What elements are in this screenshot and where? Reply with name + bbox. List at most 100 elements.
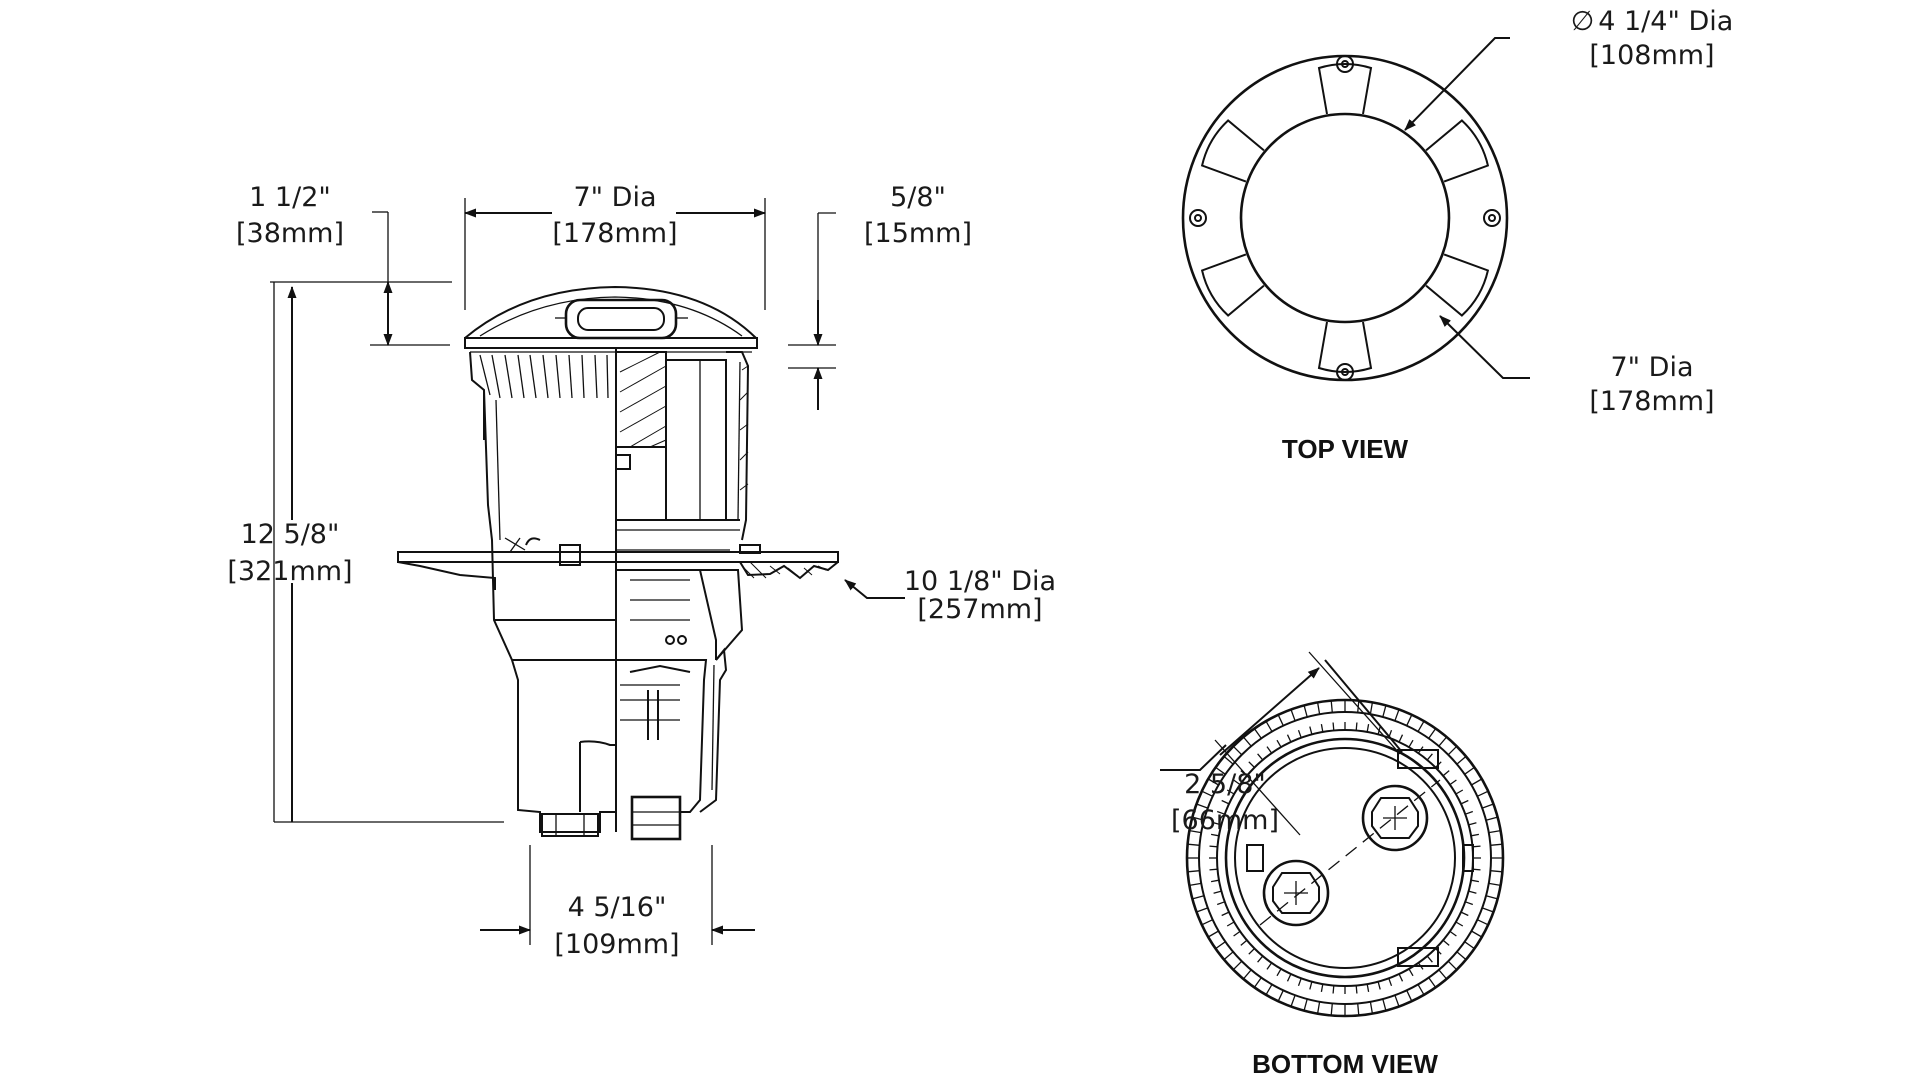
inner-rib [1408, 739, 1414, 748]
inner-rib [1297, 729, 1302, 738]
rim-rib [1477, 919, 1489, 926]
inner-rib [1297, 978, 1302, 987]
inner-rib [1388, 978, 1393, 987]
bottom-view-port-lower [1262, 859, 1330, 927]
dim-height-metric: [321mm] [227, 556, 352, 587]
inner-rib [1468, 890, 1477, 894]
rim-rib [1382, 705, 1387, 718]
side-view [397, 285, 839, 841]
inner-rib [1248, 948, 1255, 955]
rim-rib [1481, 803, 1494, 809]
dim-height-imperial: 12 5/8" [241, 519, 340, 550]
rim-rib [1456, 951, 1467, 961]
rim-rib [1428, 728, 1437, 739]
inner-rib [1320, 723, 1324, 733]
rim-rib [1394, 709, 1400, 722]
inner-rib [1460, 799, 1469, 805]
rim-rib [1485, 895, 1498, 900]
inner-rib [1257, 753, 1264, 761]
inner-rib [1286, 734, 1292, 743]
dim-top-dia-metric: [178mm] [552, 218, 677, 249]
rim-rib [1265, 720, 1273, 732]
top-view-outer-metric: [178mm] [1589, 386, 1714, 417]
rim-rib [1447, 745, 1458, 756]
inner-rib [1455, 789, 1464, 795]
inner-rib [1213, 822, 1222, 826]
inner-rib [1398, 973, 1404, 982]
section-cut [615, 351, 750, 541]
inner-rib [1355, 985, 1358, 994]
inner-rib [1286, 973, 1292, 982]
rim-rib [1477, 790, 1489, 797]
bottom-view-port-upper [1361, 784, 1429, 852]
inner-rib [1426, 955, 1433, 963]
rim-rib [1357, 1003, 1360, 1016]
rim-rib [1196, 803, 1209, 809]
reflector-tab [1317, 321, 1373, 373]
reflector-tab [1200, 119, 1265, 183]
inner-rib [1233, 779, 1241, 786]
rim-rib [1215, 766, 1226, 775]
top-view-label: TOP VIEW [1282, 434, 1409, 464]
dim-flange-dia-metric: [257mm] [917, 594, 1042, 625]
top-view [1181, 54, 1509, 382]
screw-center [1194, 214, 1202, 222]
top-view-reflector-tabs [1189, 55, 1501, 381]
top-view-opening-imperial: ∅4 1/4" Dia [1571, 6, 1734, 37]
rim-rib [1330, 700, 1333, 713]
rim-rib [1316, 702, 1321, 715]
rim-rib [1488, 882, 1501, 887]
inner-rib [1266, 962, 1273, 970]
inner-rib [1377, 981, 1381, 990]
rim-rib [1192, 895, 1205, 900]
bottom-view [1185, 698, 1505, 1018]
rim-rib [1232, 960, 1243, 971]
inner-rib [1355, 722, 1358, 731]
inner-rib [1320, 983, 1324, 993]
inner-rib [1465, 901, 1474, 906]
rim-rib [1277, 714, 1284, 726]
screw-center [1341, 60, 1349, 68]
screw-center [1341, 368, 1349, 376]
bottom-view-label: BOTTOM VIEW [1252, 1049, 1438, 1079]
inner-rib [1426, 753, 1433, 761]
bottom-view-ports-imperial: 2 5/8" [1184, 769, 1266, 800]
mounting-flange [397, 537, 839, 590]
rim-rib [1232, 745, 1243, 756]
inner-rib [1209, 845, 1218, 848]
inner-rib [1449, 779, 1457, 786]
rim-rib [1316, 1001, 1321, 1014]
cooling-fins [469, 351, 609, 440]
inner-rib [1226, 921, 1235, 927]
screw-icon [1483, 209, 1501, 227]
inner-rib [1309, 981, 1313, 990]
inner-rib [1209, 868, 1218, 871]
inner-rib [1240, 939, 1248, 946]
top-view-dimensions [1404, 37, 1530, 379]
rim-rib [1481, 907, 1494, 913]
rim-rib [1464, 941, 1475, 950]
inner-rib [1366, 723, 1370, 733]
inner-rib [1221, 911, 1230, 917]
inner-rib [1248, 761, 1255, 768]
inner-rib [1449, 930, 1457, 937]
inner-rib [1366, 983, 1370, 993]
rim-rib [1369, 1001, 1374, 1014]
inner-rib [1442, 939, 1450, 946]
rim-rib [1290, 709, 1296, 722]
rim-rib [1394, 994, 1400, 1007]
rim-rib [1471, 778, 1483, 786]
rim-rib [1438, 736, 1448, 747]
bottom-view-ports-metric: [66mm] [1171, 805, 1279, 836]
inner-rib [1465, 810, 1474, 815]
screw-icon [1336, 363, 1354, 381]
dim-base-metric: [109mm] [554, 929, 679, 960]
rim-rib [1490, 870, 1503, 873]
dim-base-imperial: 4 5/16" [568, 892, 667, 923]
rim-rib [1303, 998, 1308, 1011]
inner-rib [1332, 985, 1335, 994]
inner-rib [1470, 879, 1480, 883]
inner-rib [1221, 799, 1230, 805]
rim-rib [1488, 829, 1501, 834]
